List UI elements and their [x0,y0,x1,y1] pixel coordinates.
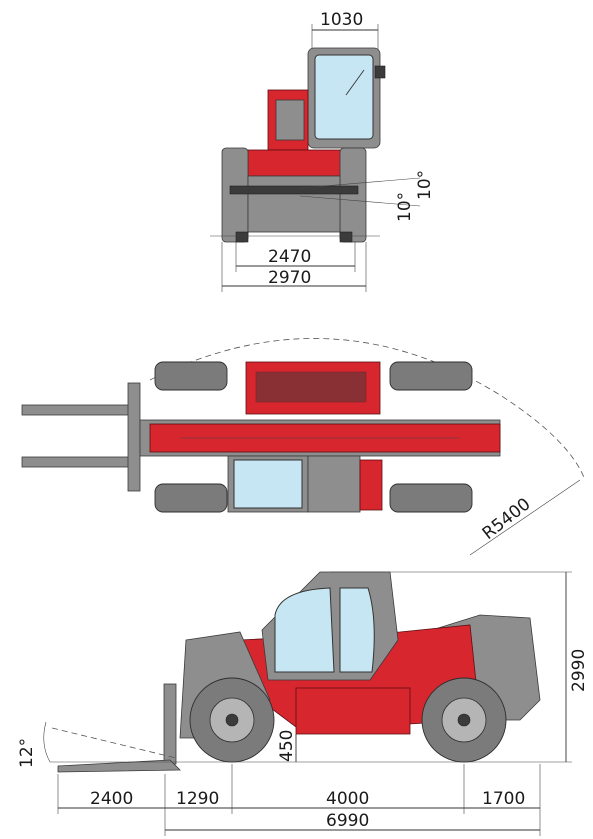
fork-tilt-label: 12° [17,738,37,768]
fork-bottom [21,456,133,468]
cab-glass [314,54,374,140]
overall-width-label: 2970 [268,268,311,288]
right-wheel-front [339,147,367,243]
fork-carriage-side [163,683,177,765]
top-view: R5400 [21,338,586,556]
height-label: 2990 [569,649,589,692]
chassis-front [247,175,341,233]
front-overhang-label: 1290 [176,789,219,809]
wheel-front-right-top [154,483,228,513]
turning-radius-arc [149,338,586,481]
left-wheel-front [221,147,249,243]
wheel-front-left-top [154,361,228,391]
wheel-rear-right-top [389,483,473,513]
turning-radius-label: R5400 [479,494,535,544]
side-view: 2990 12° 450 2 [17,571,589,836]
cab-door-glass [274,587,335,673]
angle-upper-label: 10° [415,170,435,200]
rear-overhang-label: 1700 [482,789,525,809]
wheelbase-label: 4000 [326,789,369,809]
ground-clearance-label: 450 [277,730,297,762]
cab-width-label: 1030 [320,10,363,30]
mirror [374,65,386,79]
track-label: 2470 [268,247,311,267]
lower-body-red [295,687,411,735]
cab-rear-glass [339,587,375,673]
angle-lower-label: 10° [395,192,415,222]
fork-top [21,404,133,416]
front-view: 1030 10° 10° 2470 2970 [210,10,435,292]
fork-length-label: 2400 [90,789,133,809]
wheel-rear-left-top [389,361,473,391]
overall-length-label: 6990 [326,811,369,831]
fork-carriage-top [127,382,141,492]
